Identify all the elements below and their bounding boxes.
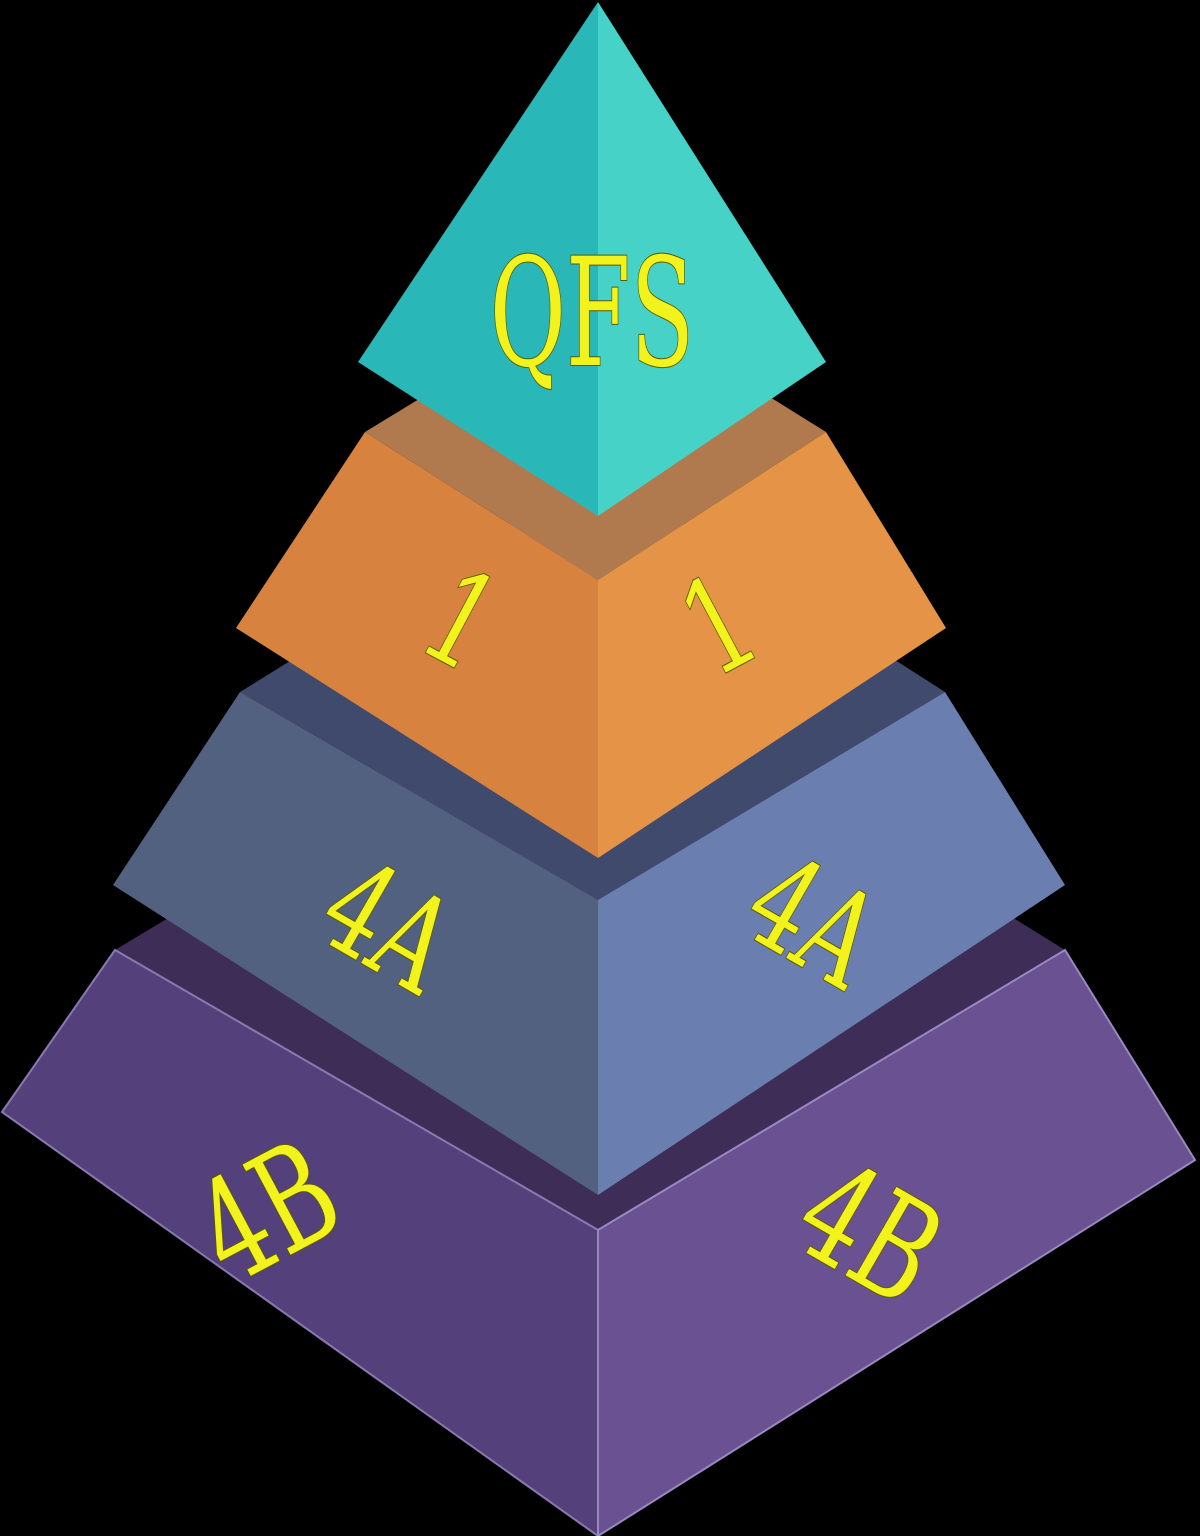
tier-4a-left-face [113,692,598,1195]
apex-label: QFS [490,227,694,401]
tier-4b-right-face [597,948,1197,1536]
tier-1-right-face [598,432,946,858]
tier-1-left-face [236,432,598,858]
apex-left-face [358,2,598,516]
tier-4a-right-face [598,692,1065,1195]
apex-right-face [598,2,826,516]
apex [358,2,826,516]
